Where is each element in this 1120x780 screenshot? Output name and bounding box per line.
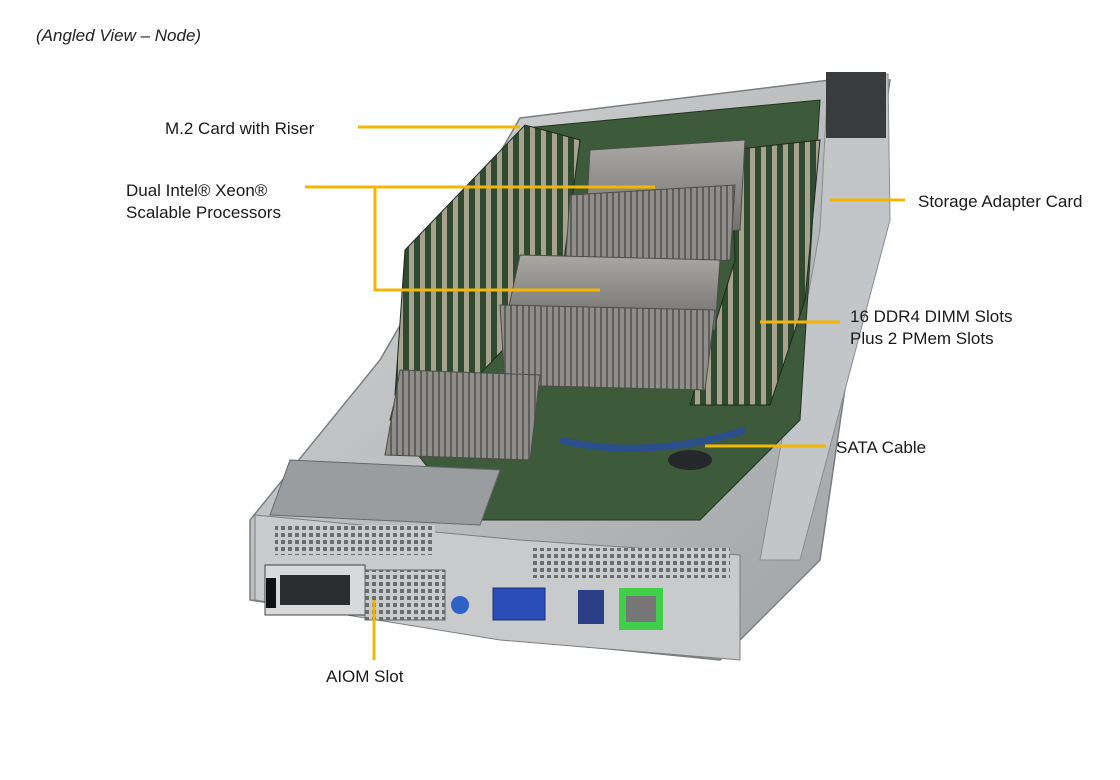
label-processors: Dual Intel® Xeon® Scalable Processors	[126, 180, 281, 224]
cpu-heatsink-front	[499, 254, 721, 391]
vga-port	[492, 587, 546, 621]
label-dimm-line2: Plus 2 PMem Slots	[850, 329, 994, 348]
sata-cable	[559, 426, 747, 452]
leader-cpu	[305, 185, 600, 292]
label-m2-card: M.2 Card with Riser	[165, 119, 315, 138]
label-sata-cable: SATA Cable	[836, 438, 927, 457]
chipset-heatsink	[384, 369, 541, 461]
label-storage-adapter: Storage Adapter Card	[918, 192, 1083, 211]
storage-adapter-card	[826, 72, 886, 138]
figure-caption: (Angled View – Node)	[36, 26, 202, 45]
cpu-heatsink-rear	[564, 139, 746, 271]
chassis-side-wall	[759, 73, 891, 561]
usb-ports	[578, 590, 604, 624]
label-processors-line1: Dual Intel® Xeon®	[126, 181, 268, 200]
aiom-cover	[269, 459, 501, 526]
label-processors-line2: Scalable Processors	[126, 203, 281, 222]
label-dimm-slots: 16 DDR4 DIMM Slots Plus 2 PMem Slots	[850, 306, 1012, 350]
label-aiom-slot: AIOM Slot	[326, 667, 404, 686]
screw-knob	[451, 596, 469, 614]
dimm-bank-right	[689, 139, 821, 406]
label-dimm-line1: 16 DDR4 DIMM Slots	[850, 307, 1013, 326]
